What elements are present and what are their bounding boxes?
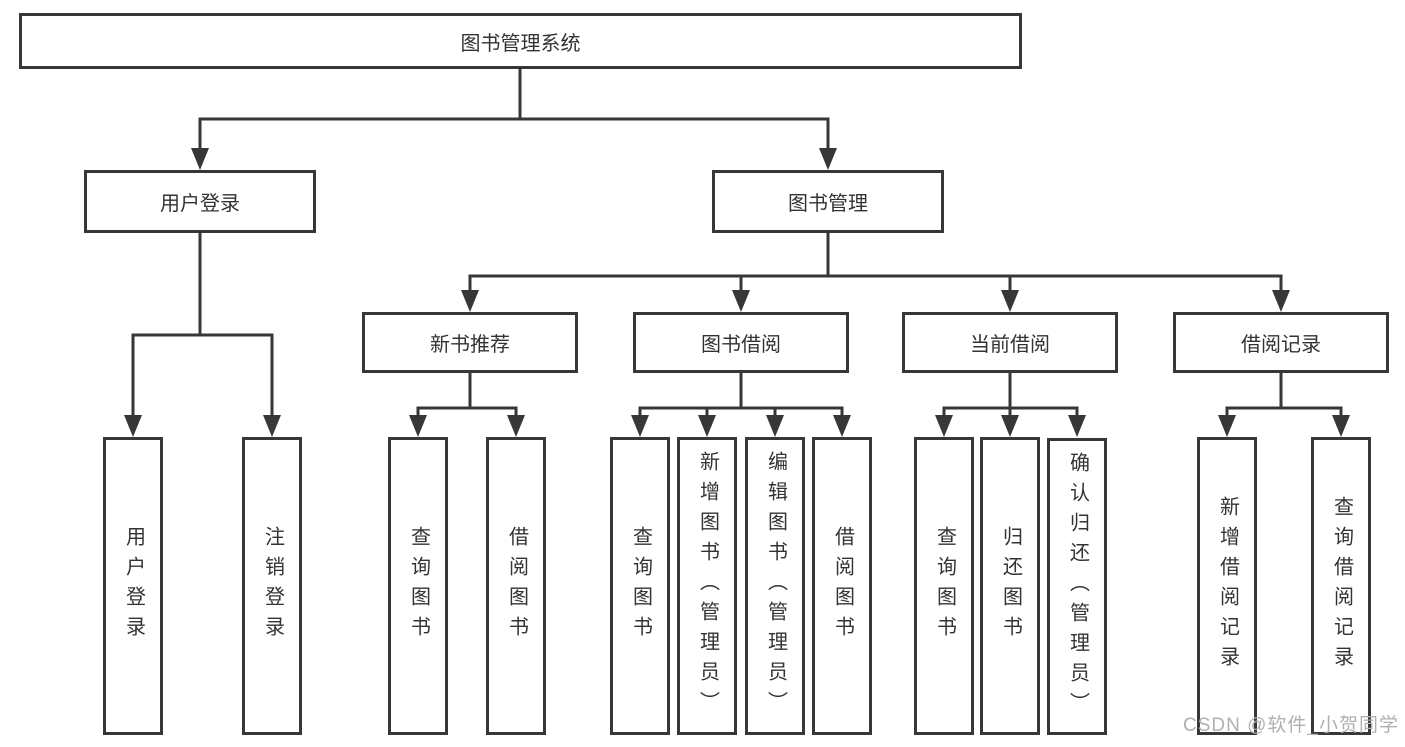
- node-borrow-records: 借阅记录: [1173, 312, 1389, 373]
- node-book-management: 图书管理: [712, 170, 944, 233]
- leaf-add-books-admin: 新增图书（管理员）: [677, 437, 737, 735]
- node-library-management-system: 图书管理系统: [19, 13, 1022, 69]
- arrow-down-icon: [631, 415, 649, 437]
- arrow-down-icon: [766, 415, 784, 437]
- node-label: 用户登录: [160, 193, 240, 215]
- arrow-down-icon: [732, 290, 750, 312]
- node-label: 新书推荐: [430, 334, 510, 356]
- arrow-down-icon: [124, 415, 142, 437]
- leaf-return-books: 归还图书: [980, 437, 1040, 735]
- leaf-query-books-recommend: 查询图书: [388, 437, 448, 735]
- node-label: 图书管理: [788, 193, 868, 215]
- arrow-down-icon: [461, 290, 479, 312]
- arrow-down-icon: [1001, 290, 1019, 312]
- leaf-query-books-borrow: 查询图书: [610, 437, 670, 735]
- leaf-logout: 注销登录: [242, 437, 302, 735]
- node-label: 新增借阅记录: [1216, 496, 1239, 676]
- node-label: 借阅图书: [505, 526, 528, 646]
- arrowheads: [124, 148, 1350, 437]
- arrow-down-icon: [935, 415, 953, 437]
- arrow-down-icon: [819, 148, 837, 170]
- arrow-down-icon: [698, 415, 716, 437]
- arrow-down-icon: [1272, 290, 1290, 312]
- node-label: 查询图书: [933, 526, 956, 646]
- node-label: 编辑图书（管理员）: [764, 451, 787, 721]
- node-label: 归还图书: [999, 526, 1022, 646]
- arrow-down-icon: [1332, 415, 1350, 437]
- node-label: 查询图书: [629, 526, 652, 646]
- arrow-down-icon: [409, 415, 427, 437]
- csdn-watermark: CSDN @软件_小贺同学: [1183, 715, 1399, 736]
- leaf-user-login: 用户登录: [103, 437, 163, 735]
- leaf-add-borrow-record: 新增借阅记录: [1197, 437, 1257, 735]
- arrow-down-icon: [263, 415, 281, 437]
- node-label: 查询借阅记录: [1330, 496, 1353, 676]
- arrow-down-icon: [191, 148, 209, 170]
- node-label: 图书管理系统: [460, 32, 581, 55]
- leaf-query-books-current: 查询图书: [914, 437, 974, 735]
- node-user-login: 用户登录: [84, 170, 316, 233]
- arrow-down-icon: [833, 415, 851, 437]
- leaf-confirm-return-admin: 确认归还（管理员）: [1047, 438, 1107, 735]
- leaf-query-borrow-record: 查询借阅记录: [1311, 437, 1371, 735]
- node-label: 借阅图书: [831, 526, 854, 646]
- node-book-borrow: 图书借阅: [633, 312, 849, 373]
- node-label: 图书借阅: [701, 334, 781, 356]
- leaf-borrow-books-recommend: 借阅图书: [486, 437, 546, 735]
- node-label: 借阅记录: [1241, 334, 1321, 356]
- arrow-down-icon: [1218, 415, 1236, 437]
- arrow-down-icon: [1001, 415, 1019, 437]
- leaf-edit-books-admin: 编辑图书（管理员）: [745, 437, 805, 735]
- node-label: 确认归还（管理员）: [1066, 451, 1089, 722]
- node-label: 用户登录: [122, 526, 145, 646]
- node-label: 查询图书: [407, 526, 430, 646]
- leaf-borrow-books: 借阅图书: [812, 437, 872, 735]
- node-new-book-recommend: 新书推荐: [362, 312, 578, 373]
- arrow-down-icon: [507, 415, 525, 437]
- arrow-down-icon: [1068, 415, 1086, 437]
- node-label: 注销登录: [261, 526, 284, 646]
- node-current-borrow: 当前借阅: [902, 312, 1118, 373]
- node-label: 当前借阅: [970, 334, 1050, 356]
- node-label: 新增图书（管理员）: [696, 451, 719, 721]
